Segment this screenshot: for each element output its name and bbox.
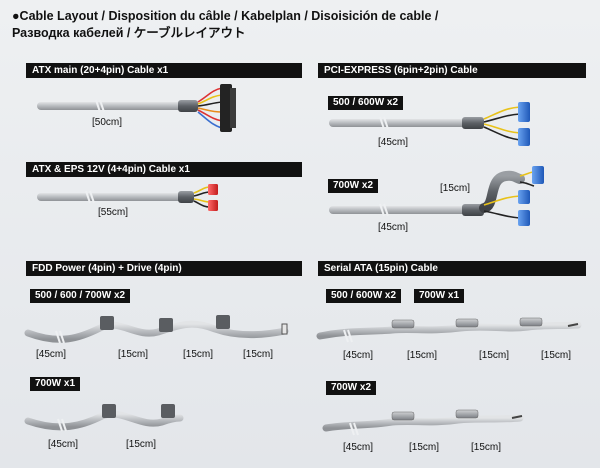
atx-eps-cable [37, 184, 218, 211]
sata-v1-length-1: [45cm] [343, 350, 374, 361]
sata-v1-length-3: [15cm] [479, 350, 510, 361]
fdd-header: FDD Power (4pin) + Drive (4pin) [26, 261, 302, 276]
pcie-variant1-label: 500 / 600W x2 [328, 96, 404, 110]
fdd-v2-cable [24, 404, 184, 432]
atx-eps-length: [55cm] [98, 207, 129, 218]
title-line-1: ●Cable Layout / Disposition du câble / K… [12, 9, 439, 23]
sata-v1-length-2: [15cm] [407, 350, 438, 361]
sata-v1-cable [316, 317, 582, 343]
pcie-v2-main-length: [45cm] [378, 222, 409, 233]
fdd-v1-length-1: [45cm] [36, 349, 67, 360]
fdd-v1-length-3: [15cm] [183, 349, 214, 360]
sata-v2-length-1: [45cm] [343, 442, 374, 453]
fdd-v2-length-2: [15cm] [126, 439, 157, 450]
pcie-v1-cable [329, 102, 530, 146]
atx-main-length: [50cm] [92, 117, 123, 128]
sata-header: Serial ATA (15pin) Cable [318, 261, 586, 276]
pcie-v2-ext-length: [15cm] [440, 183, 471, 194]
pcie-v1-length: [45cm] [378, 137, 409, 148]
fdd-v2-length-1: [45cm] [48, 439, 79, 450]
sata-v2-length-3: [15cm] [471, 442, 502, 453]
atx-main-header: ATX main (20+4pin) Cable x1 [26, 63, 302, 78]
pcie-variant2-label: 700W x2 [328, 179, 379, 193]
fdd-v1-length-2: [15cm] [118, 349, 149, 360]
pcie-header: PCI-EXPRESS (6pin+2pin) Cable [318, 63, 586, 78]
sata-v2-cable [322, 409, 524, 436]
fdd-v1-cable [24, 315, 289, 344]
sata-variant1-label-b: 700W x1 [414, 289, 465, 303]
pcie-v2-cable [329, 166, 544, 226]
title-line-2: Разводка кабелей / ケーブルレイアウト [12, 26, 246, 40]
fdd-v1-length-4: [15cm] [243, 349, 274, 360]
sata-variant1-label-a: 500 / 600W x2 [326, 289, 402, 303]
page-title: ●Cable Layout / Disposition du câble / K… [12, 8, 438, 42]
sata-v1-length-4: [15cm] [541, 350, 572, 361]
fdd-variant2-label: 700W x1 [30, 377, 81, 391]
sata-v2-length-2: [15cm] [409, 442, 440, 453]
fdd-variant1-label: 500 / 600 / 700W x2 [30, 289, 131, 303]
atx-eps-header: ATX & EPS 12V (4+4pin) Cable x1 [26, 162, 302, 177]
sata-variant2-label: 700W x2 [326, 381, 377, 395]
atx-main-cable [37, 84, 236, 132]
